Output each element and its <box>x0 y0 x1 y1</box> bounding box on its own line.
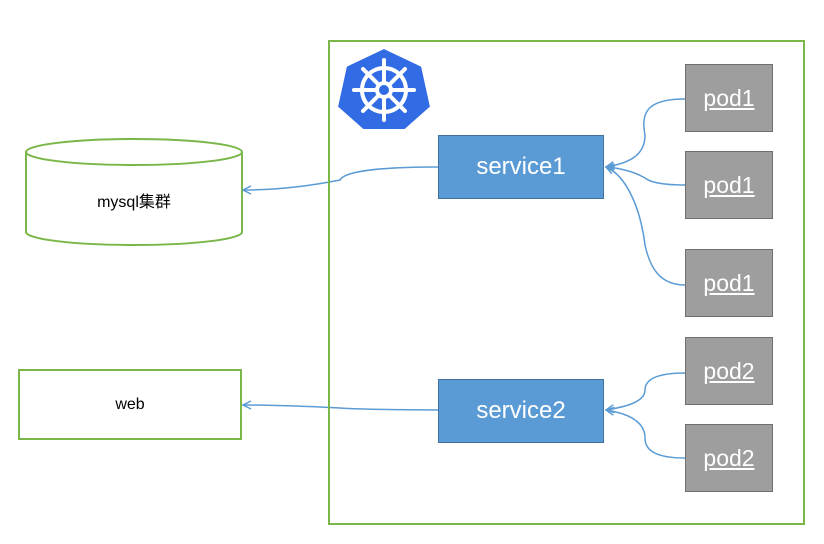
pod-label: pod1 <box>703 84 755 111</box>
kubernetes-helm-icon <box>335 46 433 131</box>
connector-pod1a-service1 <box>606 98 686 167</box>
pod-box: pod1 <box>685 249 773 317</box>
connector-pod1c-service1 <box>606 167 686 286</box>
connector-pod2a-service2 <box>606 372 686 410</box>
pod-label: pod1 <box>703 171 755 198</box>
connector-pod1b-service1 <box>606 167 686 186</box>
pod-label: pod2 <box>703 357 755 384</box>
kubernetes-cluster-container <box>328 40 805 525</box>
pod-label: pod2 <box>703 444 755 471</box>
pod-label: pod1 <box>703 269 755 296</box>
service1-box: service1 <box>438 135 604 199</box>
connector-pod2b-service2 <box>606 410 686 459</box>
connector-service1-database <box>243 166 439 190</box>
service2-label: service2 <box>476 397 566 424</box>
pod-box: pod1 <box>685 151 773 219</box>
pod-box: pod2 <box>685 424 773 492</box>
pod-box: pod2 <box>685 337 773 405</box>
database-cylinder <box>25 138 243 246</box>
connector-service2-web <box>243 405 439 411</box>
web-box: web <box>18 369 242 440</box>
web-label: web <box>115 395 145 413</box>
database-label: mysql集群 <box>97 194 171 211</box>
pod-box: pod1 <box>685 64 773 132</box>
service2-box: service2 <box>438 379 604 443</box>
service1-label: service1 <box>476 153 566 180</box>
